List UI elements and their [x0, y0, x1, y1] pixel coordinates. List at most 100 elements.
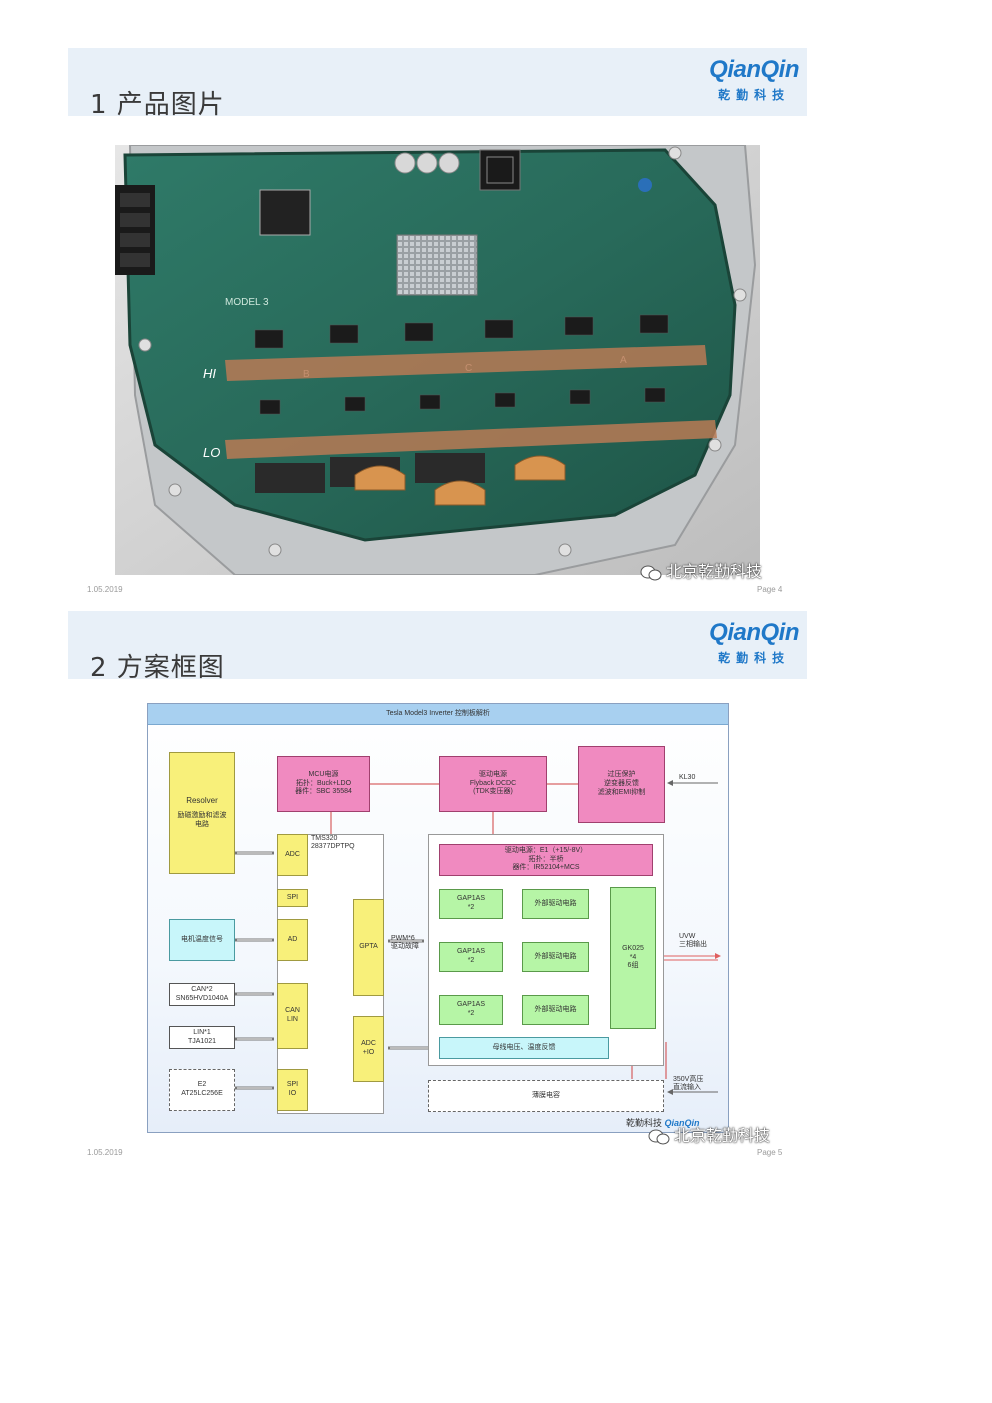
- uvw-label: UVW: [679, 933, 696, 940]
- drive-power-topology: Flyback DCDC: [469, 779, 517, 787]
- gap-driver-1: GAP1AS*2: [439, 889, 503, 919]
- slide-title: 1 产品图片: [90, 90, 225, 120]
- uvw-output-label: UVW 三相输出: [679, 933, 707, 950]
- adc-io-label-2: +IO: [362, 1049, 375, 1056]
- gap-label: GAP1AS: [456, 948, 485, 956]
- footer-page: Page 4: [757, 585, 783, 594]
- drive-supply-line-2: 拓扑：半桥: [528, 855, 564, 863]
- mcu-part: 28377DPTPQ: [311, 843, 355, 851]
- lin-transceiver-block: LIN*1 TJA1021: [169, 1026, 235, 1049]
- pwm-fault: 驱动故障: [391, 943, 419, 951]
- product-photo: MODEL 3 HI LO B C A: [115, 145, 760, 575]
- ext-drive-label: 外部驱动电路: [534, 952, 577, 960]
- adc-io-label-1: ADC: [361, 1040, 376, 1048]
- ad-label: AD: [287, 935, 298, 943]
- inverter-board-image: MODEL 3 HI LO B C A: [115, 145, 760, 575]
- ad-port: AD: [277, 919, 308, 961]
- spi-io-label-1: SPI: [286, 1081, 299, 1089]
- spi-port: SPI: [277, 889, 308, 907]
- can-port-label: CAN: [285, 1007, 300, 1015]
- mcu-power-part: 器件：SBC 35584: [295, 788, 352, 796]
- lin-part: TJA1021: [187, 1037, 217, 1045]
- ext-drive-2: 外部驱动电路: [522, 942, 589, 972]
- qianqin-logo: QianQin 乾勤科技: [709, 56, 799, 103]
- ext-drive-label: 外部驱动电路: [534, 1005, 577, 1013]
- corner-brand: 乾勤科技 QianQin: [626, 1118, 700, 1129]
- filter-label: 薄膜电容: [532, 1091, 560, 1099]
- lin-port-label: LIN: [287, 1016, 298, 1023]
- footer-date: 1.05.2019: [87, 585, 123, 594]
- film-capacitor-block: 薄膜电容: [428, 1080, 664, 1112]
- hv-input-label: 350V高压 直流输入: [673, 1076, 703, 1093]
- bus-feedback-block: 母线电压、温度反馈: [439, 1037, 609, 1059]
- drive-supply-line-3: 器件：IR52104+MCS: [512, 864, 580, 872]
- logo-text: QianQin: [709, 56, 799, 83]
- gap-driver-3: GAP1AS*2: [439, 995, 503, 1025]
- logo-chinese: 乾勤科技: [718, 651, 791, 665]
- slide-product-photo: 1 产品图片 QianQin 乾勤科技 1.05.2019 Page 4: [68, 48, 807, 598]
- protect-line-1: 过压保护: [607, 771, 636, 779]
- gap-label: GAP1AS: [456, 895, 485, 903]
- ext-drive-label: 外部驱动电路: [534, 899, 577, 907]
- protect-line-2: 逆变器反馈: [604, 780, 639, 788]
- spi-io-port: SPI IO: [277, 1069, 308, 1111]
- slide-header: 1 产品图片 QianQin 乾勤科技: [68, 48, 807, 120]
- slide-title: 2 方案框图: [90, 653, 225, 683]
- resolver-desc-1: 励磁激励和滤波: [177, 812, 227, 820]
- mcu-name: TMS320: [311, 835, 338, 842]
- footer-page: Page 5: [757, 1148, 783, 1157]
- board-lo-mark: LO: [203, 445, 220, 460]
- watermark-text: 北京乾勤科技: [666, 562, 763, 581]
- watermark-1: 北京乾勤科技: [640, 558, 762, 582]
- watermark-2: 北京乾勤科技: [648, 1122, 770, 1146]
- drive-power-title: 驱动电源: [479, 770, 507, 778]
- mcu-power-block: MCU电源 拓扑：Buck+LDO 器件：SBC 35584: [277, 756, 370, 812]
- slide-block-diagram: 2 方案框图 QianQin 乾勤科技 1.05.2019 Page 5: [68, 611, 807, 1161]
- drive-power-block: 驱动电源 Flyback DCDC (TDK变压器): [439, 756, 547, 812]
- can-label: CAN*2: [191, 985, 213, 993]
- resolver-block: Resolver 励磁激励和滤波 电路: [169, 752, 235, 874]
- footer-date: 1.05.2019: [87, 1148, 123, 1157]
- wechat-icon: [648, 1129, 670, 1144]
- resolver-desc-2: 电路: [195, 821, 209, 828]
- adc-io-port: ADC +IO: [353, 1016, 384, 1082]
- spi-label: SPI: [286, 893, 299, 901]
- gk-label: GK025: [622, 944, 644, 952]
- slide-header: 2 方案框图 QianQin 乾勤科技: [68, 611, 807, 683]
- e2-label: E2: [197, 1081, 207, 1089]
- drive-supply-block: 驱动电源：E1（+15/-8V） 拓扑：半桥 器件：IR52104+MCS: [439, 844, 653, 876]
- diagram-connectors: [235, 780, 721, 1095]
- motor-temp-label: 电机温度信号: [181, 935, 223, 943]
- gap-label: GAP1AS: [456, 1001, 485, 1009]
- protect-line-3: 滤波和EMI抑制: [597, 788, 646, 796]
- board-model-mark: MODEL 3: [225, 297, 269, 308]
- gap-count: *2: [467, 1010, 475, 1017]
- kl30-label: KL30: [679, 774, 696, 781]
- board-hi-mark: HI: [203, 366, 216, 381]
- eeprom-block: E2 AT25LC256E: [169, 1069, 235, 1111]
- e2-part: AT25LC256E: [181, 1090, 223, 1097]
- feedback-label: 母线电压、温度反馈: [492, 1043, 556, 1051]
- lin-label: LIN*1: [193, 1028, 211, 1036]
- motor-temp-block: 电机温度信号: [169, 919, 235, 961]
- diagram-title: Tesla Model3 Inverter 控制板解析: [148, 704, 728, 725]
- can-lin-port: CAN LIN: [277, 983, 308, 1049]
- pwm-label: PWM*6 驱动故障: [391, 935, 419, 952]
- adc-port: ADC: [277, 834, 308, 876]
- logo-chinese: 乾勤科技: [718, 88, 791, 102]
- corner-brand-cn: 乾勤科技: [626, 1118, 663, 1128]
- dc-input: 直流输入: [673, 1084, 701, 1092]
- pwm-count: PWM*6: [391, 935, 415, 942]
- logo-text: QianQin: [709, 619, 799, 646]
- hv-voltage: 350V高压: [673, 1076, 704, 1083]
- drive-power-part: (TDK变压器): [473, 788, 513, 796]
- resolver-label: Resolver: [186, 796, 218, 806]
- gap-count: *2: [467, 904, 475, 911]
- ext-drive-3: 外部驱动电路: [522, 995, 589, 1025]
- adc-label: ADC: [285, 850, 300, 858]
- mcu-label: TMS320 28377DPTPQ: [311, 835, 355, 852]
- drive-supply-line-1: 驱动电源：E1（+15/-8V）: [504, 846, 588, 854]
- three-phase-label: 三相输出: [679, 941, 707, 949]
- igbt-module-block: GK025 *4 6组: [610, 887, 656, 1029]
- can-part: SN65HVD1040A: [175, 994, 229, 1002]
